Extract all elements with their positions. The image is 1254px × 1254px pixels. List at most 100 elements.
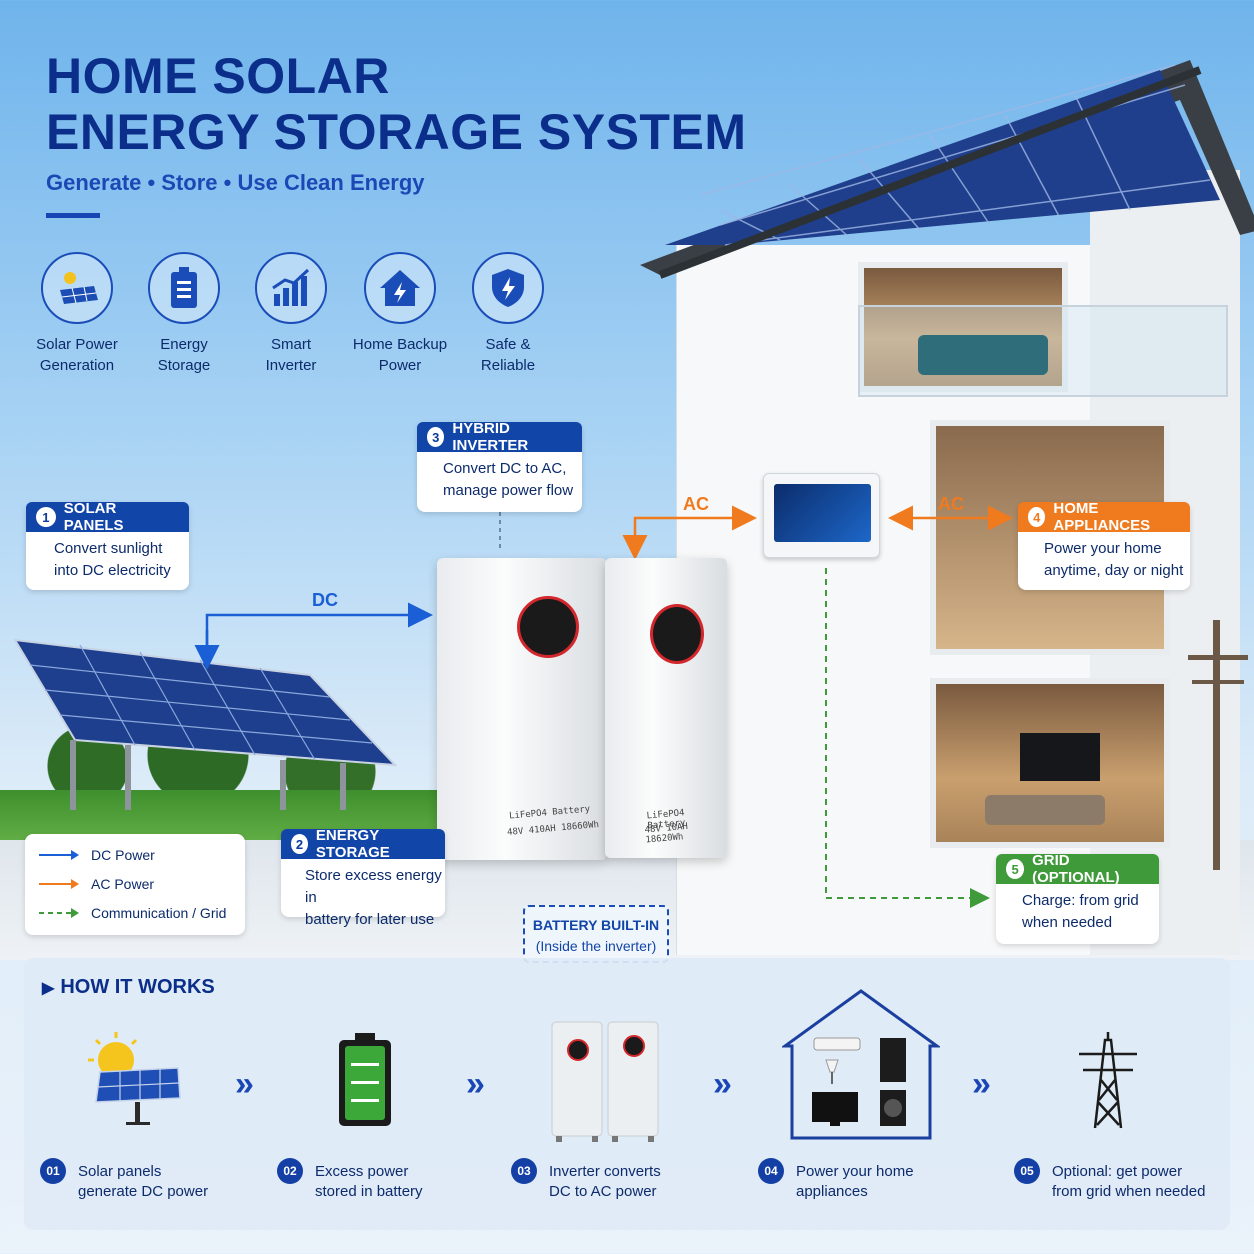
card-energy-storage: 2 ENERGY STORAGE Store excess energy in … <box>281 827 445 928</box>
how-step-2: 02 Excess power stored in battery <box>277 1158 423 1202</box>
ac-label-1: AC <box>683 494 709 514</box>
battery-spec: 48V 410AH 18660Wh <box>506 820 600 838</box>
tv <box>1020 733 1100 781</box>
feature-label-line1: Safe & <box>485 336 531 353</box>
how-step-4: 04 Power your home appliances <box>758 1158 914 1202</box>
sun-solar-panel-icon <box>88 1032 181 1125</box>
dc-label: DC <box>312 590 338 610</box>
feature-label-line2: Reliable <box>480 357 536 374</box>
grid-flow-arrow <box>825 568 990 908</box>
legend-item-dc: DC Power <box>39 840 245 869</box>
step-line2: stored in battery <box>315 1183 423 1200</box>
card-line1: Convert sunlight <box>54 540 163 557</box>
legend-grid-arrow <box>39 907 79 918</box>
card-solar-panels: 1 SOLAR PANELS Convert sunlight into DC … <box>26 500 189 590</box>
title-line-1: HOME SOLAR <box>46 48 390 104</box>
card-title: GRID (OPTIONAL) <box>1032 852 1120 886</box>
how-title-text: HOW IT WORKS <box>60 976 215 998</box>
step-badge: 2 <box>291 834 308 854</box>
feature-label-line1: Smart <box>270 336 311 353</box>
transmission-tower-icon <box>1079 1032 1137 1129</box>
step-line2: appliances <box>796 1183 868 1200</box>
ac-label-2: AC <box>938 494 964 514</box>
chevron-right-icon: » <box>466 1065 485 1103</box>
smart-display <box>763 473 880 558</box>
title-line-2: ENERGY STORAGE SYSTEM <box>46 104 747 160</box>
battery-display-window <box>650 604 704 664</box>
step-badge: 1 <box>36 507 56 527</box>
feature-label-line1: Solar Power <box>36 336 118 353</box>
chevron-right-icon: » <box>235 1065 254 1103</box>
battery-charged-icon <box>339 1033 391 1126</box>
chart-icon <box>255 252 327 324</box>
legend-item-ac: AC Power <box>39 869 245 898</box>
card-home-appliances: 4 HOME APPLIANCES Power your home anytim… <box>1018 500 1190 590</box>
legend-item-grid: Communication / Grid <box>39 898 245 927</box>
card-line1: Power your home <box>1044 540 1162 557</box>
battery-label: LiFePO4 Battery <box>508 804 591 822</box>
card-grid-optional: 5 GRID (OPTIONAL) Charge: from grid when… <box>996 852 1159 944</box>
legend-dc-arrow <box>39 849 79 860</box>
legend-label: Communication / Grid <box>91 904 227 921</box>
step-line2: from grid when needed <box>1052 1183 1206 1200</box>
legend: DC Power AC Power Communication / Grid <box>25 834 245 935</box>
battery-unit-left: LiFePO4 Battery 48V 410AH 18660Wh <box>437 558 607 860</box>
page-title: HOME SOLAR ENERGY STORAGE SYSTEM <box>46 48 746 160</box>
battery-built-in-tag: BATTERY BUILT-IN (Inside the inverter) <box>523 905 669 963</box>
card-line2: when needed <box>1022 914 1113 931</box>
sofa <box>985 795 1105 825</box>
step-number: 02 <box>277 1158 303 1184</box>
card-line2: into DC electricity <box>54 562 171 579</box>
step-badge: 3 <box>427 427 445 447</box>
legend-label: DC Power <box>91 846 155 863</box>
how-step-5: 05 Optional: get power from grid when nee… <box>1014 1158 1205 1202</box>
step-number: 01 <box>40 1158 66 1184</box>
feature-label-line2: Power <box>378 357 422 374</box>
step-line1: Solar panels <box>78 1163 162 1180</box>
step-number: 05 <box>1014 1158 1040 1184</box>
step-line1: Inverter converts <box>549 1163 661 1180</box>
feature-label-line2: Inverter <box>265 357 317 374</box>
card-line1: Convert DC to AC, <box>443 460 567 477</box>
card-title: HOME APPLIANCES <box>1053 500 1151 534</box>
card-line2: battery for later use <box>305 911 435 928</box>
feature-label-line1: Home Backup <box>352 336 448 353</box>
dc-flow-arrow <box>205 602 433 665</box>
feature-label-line1: Energy <box>160 336 208 353</box>
builtin-subtitle: (Inside the inverter) <box>535 938 657 954</box>
display-screen <box>774 484 871 542</box>
how-step-3: 03 Inverter converts DC to AC power <box>511 1158 661 1202</box>
battery-icon <box>148 252 220 324</box>
inverter-battery-units-icon <box>551 1021 659 1142</box>
step-badge: 5 <box>1006 859 1025 879</box>
step-line2: DC to AC power <box>549 1183 657 1200</box>
builtin-title: BATTERY BUILT-IN <box>532 917 660 933</box>
subtitle: Generate • Store • Use Clean Energy <box>46 170 425 195</box>
feature-label-line2: Storage <box>157 357 211 374</box>
chevron-right-icon: » <box>972 1065 991 1103</box>
card-title: ENERGY STORAGE <box>315 827 390 861</box>
card-line1: Store excess energy in <box>305 867 442 906</box>
card-line2: manage power flow <box>443 482 574 499</box>
house-appliances-icon <box>782 989 940 1140</box>
card-line2: anytime, day or night <box>1044 562 1184 579</box>
battery-unit-right: LiFePO4 Battery 48V 10AH 18620Wh <box>605 558 727 858</box>
play-icon: ▶ <box>42 980 55 997</box>
house-icon <box>364 252 436 324</box>
chevron-right-icon: » <box>713 1065 732 1103</box>
step-number: 04 <box>758 1158 784 1184</box>
step-line1: Excess power <box>315 1163 409 1180</box>
feature-safe-reliable: Safe & Reliable <box>453 252 563 376</box>
how-it-works-title: ▶ HOW IT WORKS <box>42 976 215 999</box>
sofa-top-room <box>918 335 1048 375</box>
step-line1: Optional: get power <box>1052 1163 1183 1180</box>
roof-with-solar-panels <box>640 60 1254 279</box>
step-number: 03 <box>511 1158 537 1184</box>
solar-panel-icon <box>41 252 113 324</box>
step-line1: Power your home <box>796 1163 914 1180</box>
utility-pole <box>1188 620 1248 870</box>
